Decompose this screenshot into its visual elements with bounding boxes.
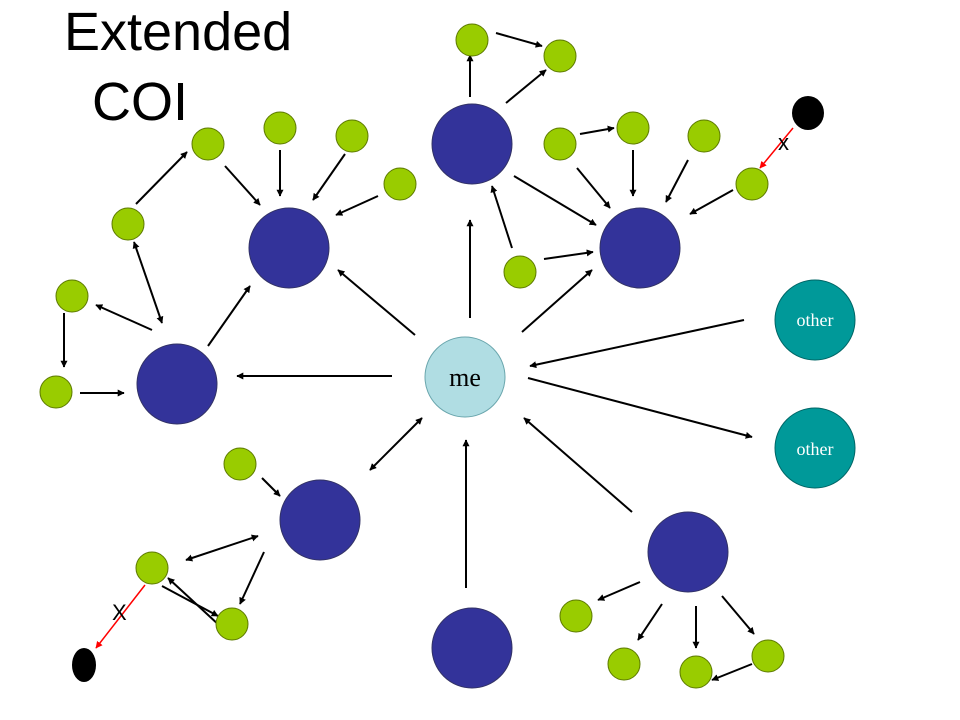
leaf-nodes xyxy=(39,23,785,689)
edge-leaf-to-right-hub xyxy=(543,249,594,260)
edge-leaf-to-leaf-top xyxy=(495,32,543,48)
edge-left-hub-to-leaf xyxy=(95,304,153,331)
leaf-node xyxy=(543,39,577,73)
edge-me-to-other xyxy=(527,377,753,439)
edge-lower-right-hub-to-leaf-2 xyxy=(637,603,663,641)
edge-leaf-leaf-bidirectional xyxy=(132,241,164,324)
edge-leaf-to-lower-left-hub xyxy=(261,477,281,497)
leaf-node xyxy=(543,127,577,161)
edge-leaf-to-leaf-diag xyxy=(161,585,219,617)
me-node-group: me xyxy=(424,336,506,418)
leaf-node xyxy=(39,375,73,409)
other-node-bottom xyxy=(774,407,856,489)
leaf-node xyxy=(455,23,489,57)
leaf-node xyxy=(503,255,537,289)
leaf-node xyxy=(559,599,593,633)
edge-leaf-to-top-hub xyxy=(490,185,513,249)
hub-node-top xyxy=(431,103,513,185)
cut-edges xyxy=(95,127,794,649)
edge-lower-right-hub-to-me xyxy=(523,417,633,513)
me-node-label: me xyxy=(449,363,481,392)
edge-other-to-me xyxy=(529,319,745,369)
leaf-node xyxy=(223,447,257,481)
me-node xyxy=(424,336,506,418)
edge-leaf-to-leaf-bottom-right xyxy=(711,663,753,681)
edge-leaf-to-upper-left-hub-4 xyxy=(335,195,379,216)
leaf-node xyxy=(335,119,369,153)
leaf-node xyxy=(215,607,249,641)
edge-me-to-upper-left-hub xyxy=(337,269,416,336)
external-node-bottom-left xyxy=(72,648,96,682)
edge-leaf-to-leaf-up xyxy=(135,151,188,205)
leaf-node xyxy=(383,167,417,201)
external-nodes xyxy=(72,96,824,682)
leaf-node xyxy=(751,639,785,673)
hub-node-lower-left xyxy=(279,479,361,561)
edges xyxy=(60,32,755,681)
leaf-node xyxy=(55,279,89,313)
leaf-node xyxy=(191,127,225,161)
edge-leaf-to-right-hub-4 xyxy=(689,189,734,215)
hub-node-left xyxy=(136,343,218,425)
leaf-node xyxy=(111,207,145,241)
leaf-node xyxy=(263,111,297,145)
title-line-1: Extended xyxy=(64,2,292,62)
edge-leaf-to-upper-left-hub-3 xyxy=(312,153,346,201)
hub-node-upper-left xyxy=(248,207,330,289)
hub-node-bottom xyxy=(431,607,513,689)
edge-leaf-to-right-hub-1 xyxy=(576,167,611,209)
edge-leaf-lower-left-hub-bidirectional xyxy=(185,534,259,562)
edge-lower-right-hub-to-leaf-4 xyxy=(721,595,755,635)
hub-nodes xyxy=(136,103,729,689)
edge-left-hub-to-upper-left-hub xyxy=(207,285,251,347)
other-node-top-label: other xyxy=(797,310,834,330)
edge-leaf-to-leaf-right xyxy=(579,125,615,135)
other-node-bottom-label: other xyxy=(797,439,834,459)
cut-mark-bottom: X xyxy=(112,600,127,625)
title-line-2: COI xyxy=(92,72,188,132)
leaf-node xyxy=(616,111,650,145)
leaf-node xyxy=(135,551,169,585)
other-node-top xyxy=(774,279,856,361)
cut-mark-top: x xyxy=(778,130,789,155)
edge-top-hub-to-right-hub xyxy=(513,175,597,226)
external-node-top-right xyxy=(792,96,824,130)
edge-me-to-right-hub xyxy=(521,269,593,333)
hub-node-lower-right xyxy=(647,511,729,593)
other-nodes: other other xyxy=(774,279,856,489)
hub-node-right xyxy=(599,207,681,289)
leaf-node xyxy=(679,655,713,689)
edge-leaf-to-upper-left-hub-1 xyxy=(224,165,261,206)
edge-leaf-to-right-hub-3 xyxy=(665,159,689,203)
leaf-node xyxy=(735,167,769,201)
leaf-node xyxy=(687,119,721,153)
edge-leaf-to-leaf-diag-back xyxy=(167,577,221,627)
leaf-node xyxy=(607,647,641,681)
edge-lower-right-hub-to-leaf-1 xyxy=(597,581,641,601)
edge-lower-left-hub-to-leaf xyxy=(239,551,265,605)
edge-me-lower-left-hub-bidirectional xyxy=(369,417,423,471)
cut-edge-top-right xyxy=(759,127,794,169)
edge-top-hub-to-leaf-right xyxy=(505,69,547,104)
cut-edge-bottom-left xyxy=(95,584,146,649)
